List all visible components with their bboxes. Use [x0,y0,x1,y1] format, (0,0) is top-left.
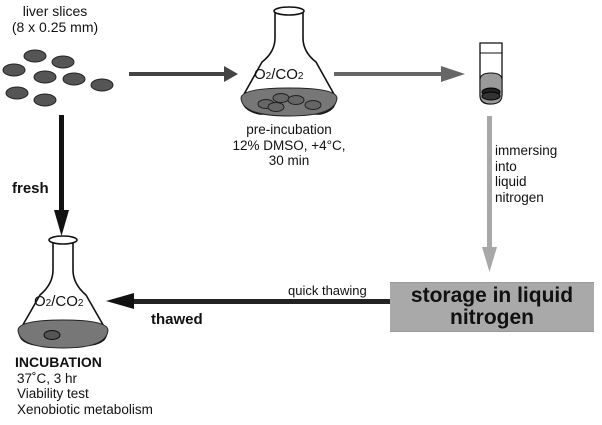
arrow-fresh [54,115,69,236]
incubation-detail-line1: 37˚C, 3 hr [17,370,78,386]
pre-incubation-caption-line2: 12% DMSO, +4°C, [232,137,346,153]
liver-slice [51,55,75,69]
storage-box: storage in liquid nitrogen [390,282,594,332]
gas-sub: 2 [45,298,52,309]
storage-label-line2: nitrogen [450,306,534,329]
cryo-tube [479,42,503,105]
immersing-line3: liquid [495,174,527,189]
arrow-to-cryo-tube [334,66,465,82]
liver-slice [2,63,26,77]
liver-slice [5,86,29,100]
incubation-detail-line3: Xenobiotic metabolism [17,401,153,417]
incubation-gas-label: O2/CO2 [34,293,83,310]
arrow-to-preincubation [129,66,238,82]
arrow-thawed [106,293,390,309]
liver-slice [62,72,86,86]
incubation-caption: INCUBATION 37˚C, 3 hr Viability test Xen… [15,354,153,417]
liver-slices-group [2,49,114,107]
gas-sub: 2 [265,71,272,82]
pre-incubation-gas-label: O2/CO2 [254,66,303,83]
gas-co: /CO [51,293,78,310]
liver-slice [33,70,57,84]
thawed-label: thawed [151,311,203,328]
immersing-label: immersing into liquid nitrogen [495,143,557,205]
liver-slice [90,78,114,92]
liver-slices-label-line2: (8 x 0.25 mm) [11,19,99,35]
liver-slices-label-line1: liver slices [22,3,88,19]
gas-co: /CO [271,66,298,83]
pre-incubation-caption-line1: pre-incubation [246,122,332,137]
liver-slice [23,49,47,63]
gas-sub: 2 [77,298,84,309]
pre-incubation-caption: pre-incubation 12% DMSO, +4°C, 30 min [229,122,349,169]
fresh-label: fresh [12,180,49,197]
storage-label-line1: storage in liquid [410,284,574,307]
quick-thawing-label: quick thawing [288,283,367,298]
immersing-line4: nitrogen [495,189,544,205]
liver-slices-label: liver slices (8 x 0.25 mm) [0,3,110,35]
incubation-detail-line2: Viability test [17,386,89,401]
incubation-flask [17,235,109,349]
gas-o: O [254,66,266,83]
incubation-title: INCUBATION [15,354,102,370]
liver-slice [33,93,57,107]
immersing-line2: into [495,158,517,174]
arrow-to-storage [482,116,497,272]
storage-label: storage in liquid nitrogen [390,283,594,329]
gas-o: O [34,293,46,310]
immersing-line1: immersing [495,143,558,158]
pre-incubation-flask [240,6,338,117]
gas-sub: 2 [297,71,304,82]
pre-incubation-caption-line3: 30 min [268,153,310,168]
